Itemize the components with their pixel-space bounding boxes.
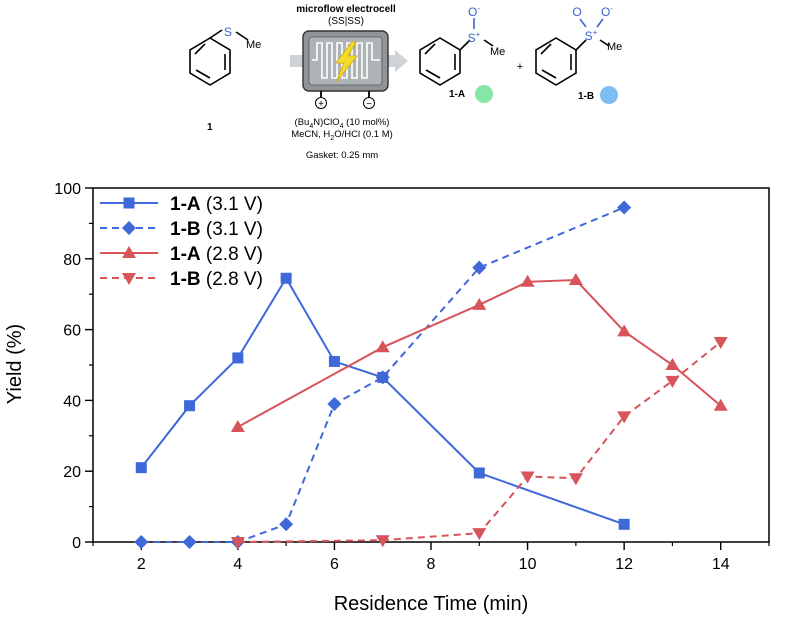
cathode-sign: − <box>366 99 372 110</box>
reactant-sulfur: S <box>224 25 232 39</box>
data-point <box>568 473 583 486</box>
reactant-methyl: Me <box>246 39 261 51</box>
data-point <box>375 370 390 385</box>
data-point <box>520 274 535 287</box>
conditions-line-2: MeCN, H2O/HCl (0.1 M) <box>291 129 393 142</box>
series-1 <box>135 272 630 530</box>
data-point <box>375 535 390 548</box>
data-point <box>665 358 680 370</box>
data-point <box>472 528 487 541</box>
plot-frame <box>92 187 770 543</box>
legend-item-2: 1-B (3.1 V) <box>100 219 263 240</box>
legend-item-3: 1-A (2.8 V) <box>100 244 263 265</box>
data-point <box>617 411 632 424</box>
data-point <box>473 467 485 479</box>
x-tick-label: 12 <box>615 556 633 573</box>
y-tick-label: 0 <box>72 535 81 552</box>
data-point <box>232 352 244 364</box>
product-b-oxygen-2: O- <box>601 4 613 19</box>
legend-item-4: 1-B (2.8 V) <box>100 269 263 290</box>
data-point <box>472 260 487 275</box>
series-4 <box>230 336 728 549</box>
x-tick-label: 10 <box>519 556 537 573</box>
data-point <box>230 537 245 549</box>
legend-label: 1-A (3.1 V) <box>170 194 263 215</box>
x-tick-label: 6 <box>330 556 339 573</box>
legend-label: 1-B (2.8 V) <box>170 269 263 290</box>
y-tick-label: 60 <box>63 323 81 340</box>
chart-legend: 1-A (3.1 V) 1-B (3.1 V) 1-A (2.8 V) 1-B (2.… <box>100 194 263 290</box>
legend-marker <box>123 197 135 209</box>
y-tick-label: 80 <box>63 252 81 269</box>
series-3 <box>230 273 728 432</box>
product-a-oxygen: O- <box>468 4 480 19</box>
legend-marker <box>122 273 136 285</box>
device-title: microflow electrocell <box>296 4 396 15</box>
chart-axes: 2 4 6 8 10 12 14 0 20 40 60 80 100 <box>54 181 770 573</box>
data-point <box>280 272 292 284</box>
product-b-label: 1-B <box>578 91 594 102</box>
data-point <box>713 336 728 349</box>
legend-label: 1-B (3.1 V) <box>170 219 263 240</box>
series-line <box>237 341 722 543</box>
x-tick-label: 14 <box>712 556 730 573</box>
product-b-oxygen-1: O <box>572 5 581 19</box>
y-tick-label: 100 <box>54 181 81 198</box>
series-2 <box>134 200 632 549</box>
series-line <box>237 279 722 428</box>
legend-marker <box>122 221 136 235</box>
data-point <box>182 535 197 549</box>
reactant-structure <box>189 29 249 86</box>
data-point <box>665 375 680 388</box>
electrocell-icon <box>302 30 389 109</box>
data-point <box>279 517 294 532</box>
flow-arrow-out <box>387 50 408 72</box>
product-a-color-dot <box>475 85 493 103</box>
chart-series <box>134 200 728 549</box>
data-point <box>375 340 390 353</box>
product-a-structure <box>419 18 494 86</box>
product-b-structure <box>535 18 610 86</box>
data-point <box>230 419 245 432</box>
reactant-label: 1 <box>207 122 213 133</box>
x-tick-label: 4 <box>233 556 242 573</box>
data-point <box>135 462 147 474</box>
plus-sign: + <box>517 61 523 73</box>
series-line <box>140 276 625 526</box>
data-point <box>327 396 342 411</box>
data-point <box>713 398 728 411</box>
conditions-line-1: (Bu4N)ClO4 (10 mol%) <box>295 117 390 130</box>
product-a-label: 1-A <box>449 89 465 100</box>
y-axis-label: Yield (%) <box>4 324 26 404</box>
data-point <box>618 518 630 530</box>
device-subtitle: (SS|SS) <box>328 16 364 27</box>
data-point <box>134 535 149 549</box>
reaction-scheme: S Me 1 microflow electrocell (SS|SS) + −… <box>189 4 622 161</box>
y-tick-label: 20 <box>63 464 81 481</box>
data-point <box>568 273 583 286</box>
data-point <box>184 400 196 412</box>
product-b-methyl: Me <box>607 41 622 53</box>
data-point <box>617 324 632 337</box>
product-b-color-dot <box>600 86 618 104</box>
legend-marker <box>122 246 136 258</box>
x-tick-label: 2 <box>137 556 146 573</box>
data-point <box>328 355 340 367</box>
legend-label: 1-A (2.8 V) <box>170 244 263 265</box>
flow-arrow-in <box>290 55 304 67</box>
anode-sign: + <box>318 99 324 110</box>
data-point <box>472 297 487 310</box>
x-axis-label: Residence Time (min) <box>334 593 529 615</box>
y-tick-label: 40 <box>63 393 81 410</box>
x-tick-label: 8 <box>427 556 436 573</box>
gasket-label: Gasket: 0.25 mm <box>306 150 378 161</box>
product-a-methyl: Me <box>490 46 505 58</box>
data-point <box>520 471 535 484</box>
legend-item-1: 1-A (3.1 V) <box>100 194 263 215</box>
data-point <box>617 200 632 215</box>
